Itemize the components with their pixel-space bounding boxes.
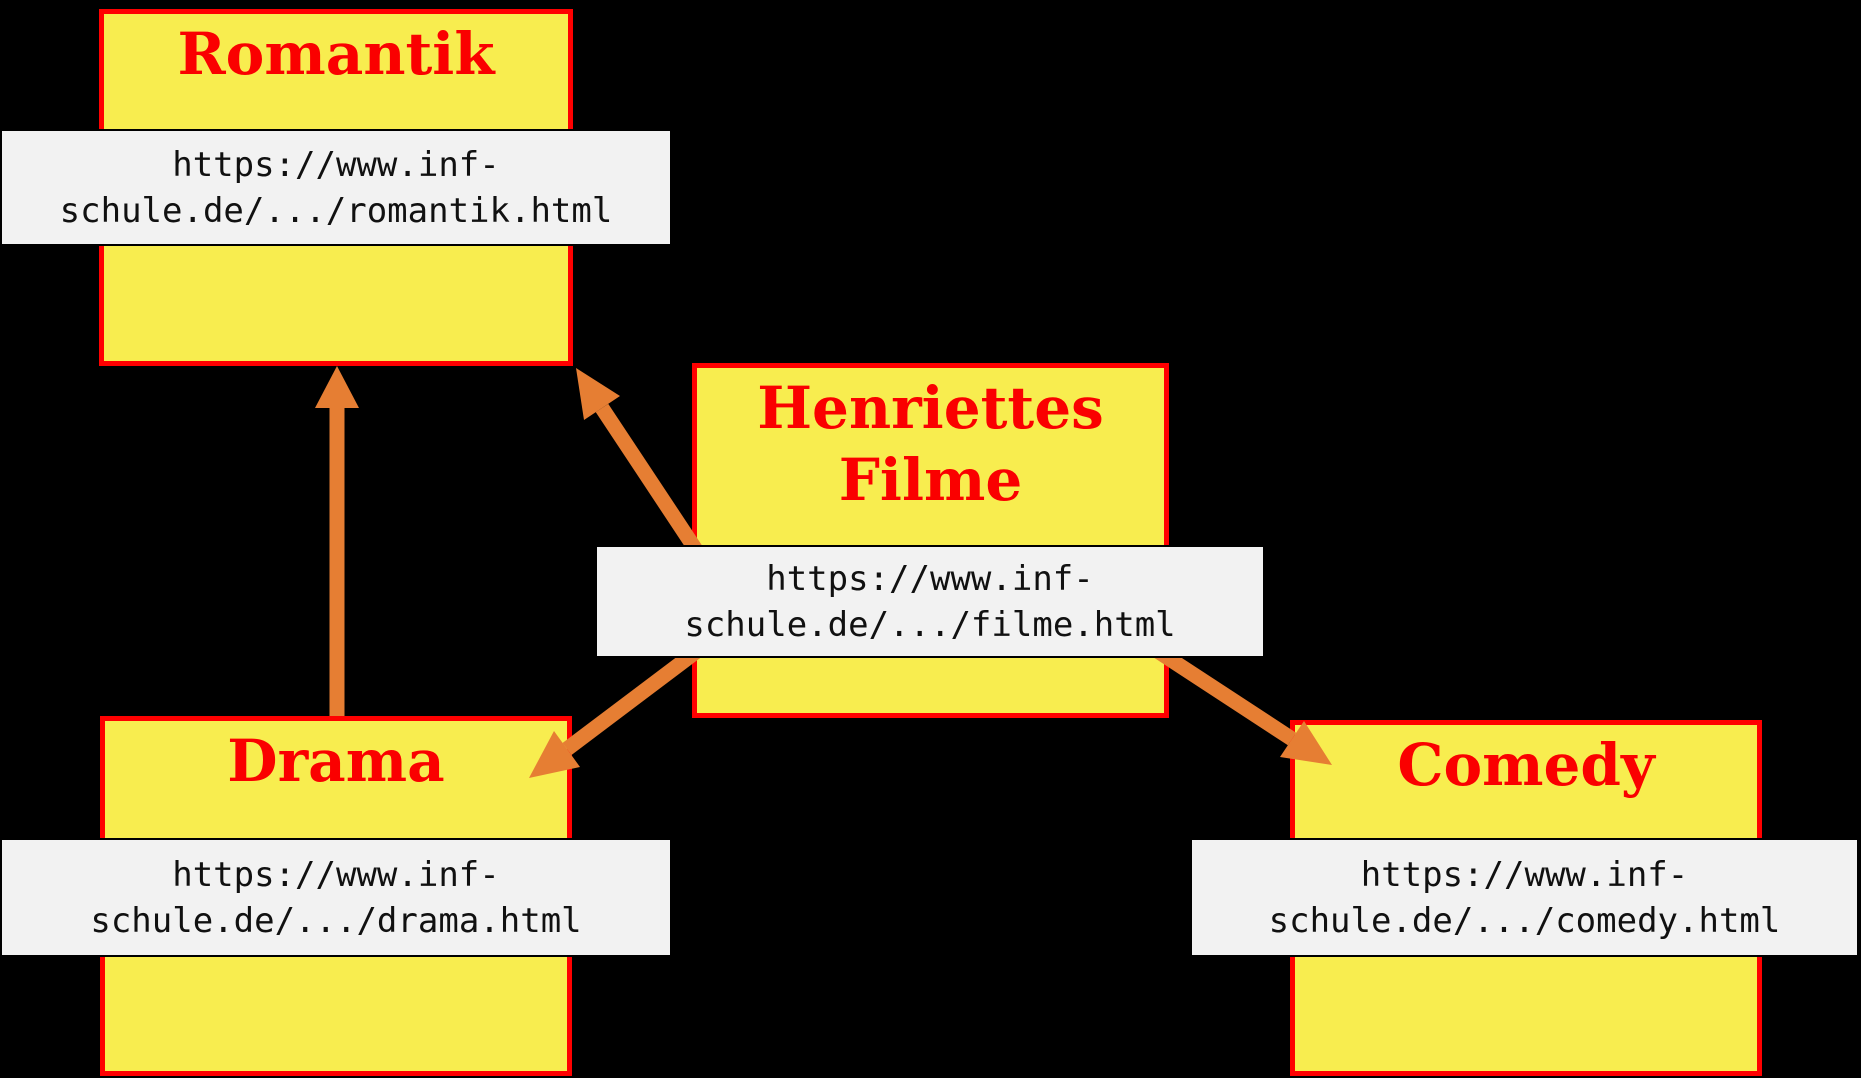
arrow-drama-to-romantik — [315, 366, 359, 716]
node-henriettes-filme-title: Henriettes Filme — [697, 368, 1164, 516]
node-romantik-title: Romantik — [177, 20, 495, 88]
url-comedy-line2: schule.de/.../comedy.html — [1268, 900, 1781, 941]
url-filme-line1: https://www.inf- — [766, 558, 1094, 599]
node-comedy-title: Comedy — [1397, 731, 1655, 799]
url-label-romantik: https://www.inf- schule.de/.../romantik.… — [0, 129, 672, 246]
url-label-filme: https://www.inf- schule.de/.../filme.htm… — [595, 545, 1265, 658]
url-label-comedy: https://www.inf- schule.de/.../comedy.ht… — [1190, 838, 1859, 957]
url-comedy-line1: https://www.inf- — [1360, 854, 1689, 895]
node-henriettes-filme: Henriettes Filme — [692, 363, 1169, 718]
url-romantik-line2: schule.de/.../romantik.html — [59, 190, 613, 231]
url-romantik-line1: https://www.inf- — [172, 144, 500, 185]
node-drama-title: Drama — [227, 727, 445, 795]
node-henriettes-filme-title-line2: Filme — [838, 446, 1023, 514]
arrow-filme-to-romantik — [576, 368, 707, 561]
node-henriettes-filme-title-line1: Henriettes — [757, 374, 1104, 442]
url-label-drama: https://www.inf- schule.de/.../drama.htm… — [0, 838, 672, 957]
url-filme-line2: schule.de/.../filme.html — [684, 604, 1176, 645]
url-drama-line2: schule.de/.../drama.html — [90, 900, 582, 941]
url-drama-line1: https://www.inf- — [172, 854, 500, 895]
